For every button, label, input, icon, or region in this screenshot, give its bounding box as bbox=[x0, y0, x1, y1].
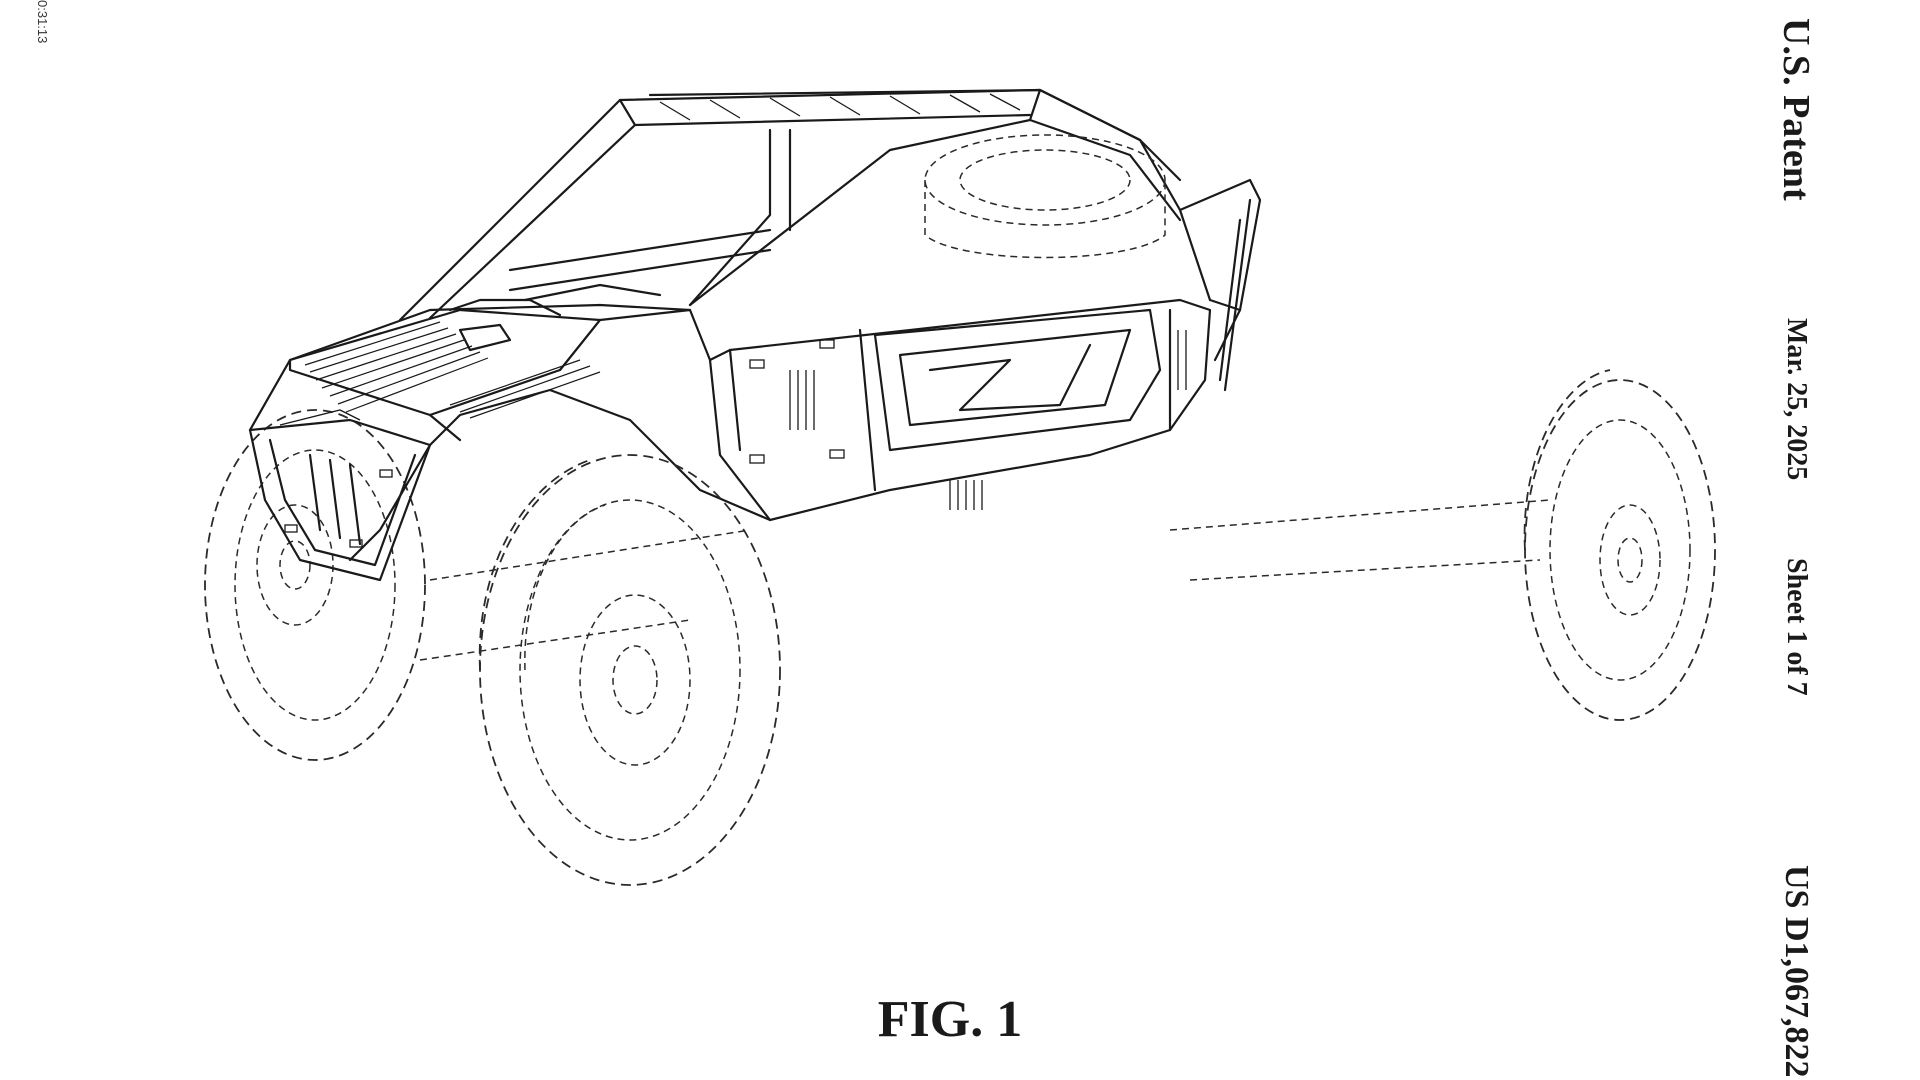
roll-cage bbox=[398, 88, 1212, 322]
spare-tire bbox=[924, 134, 1166, 259]
scan-timestamp: 0:31:13 bbox=[35, 0, 50, 44]
front-right-wheel bbox=[478, 454, 781, 886]
figure-label: FIG. 1 bbox=[877, 991, 1023, 1048]
front-left-wheel bbox=[204, 409, 426, 761]
rear-frame bbox=[1178, 178, 1262, 392]
hood-grille bbox=[288, 283, 692, 442]
vehicle-line-drawing bbox=[204, 88, 1716, 886]
patent-header: U.S. Patent Mar. 25, 2025 Sheet 1 of 7 U… bbox=[1762, 0, 1822, 1080]
suspension-links bbox=[419, 499, 1551, 661]
patent-number: US D1,067,822 bbox=[1778, 865, 1815, 1078]
front-fascia bbox=[248, 409, 432, 582]
sheet-number: Sheet 1 of 7 bbox=[1781, 558, 1812, 696]
rear-left-wheel bbox=[1523, 369, 1716, 721]
patent-date: Mar. 25, 2025 bbox=[1781, 318, 1812, 481]
vehicle-body bbox=[248, 298, 1212, 562]
patent-label: U.S. Patent bbox=[1775, 18, 1817, 201]
